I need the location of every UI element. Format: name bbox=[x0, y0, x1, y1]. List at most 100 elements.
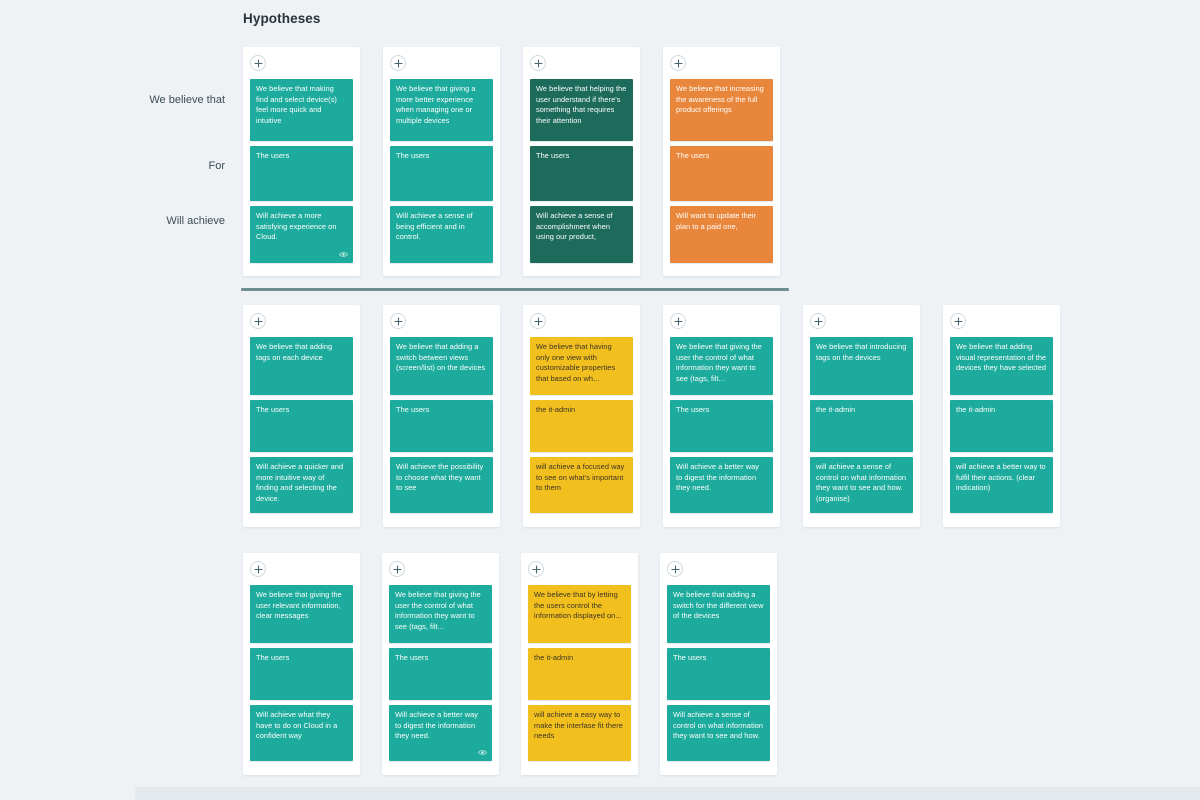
sticky-outcome[interactable]: Will achieve a better way to digest the … bbox=[389, 705, 492, 761]
sticky-hypothesis[interactable]: We believe that giving a more better exp… bbox=[390, 79, 493, 141]
sticky-hypothesis[interactable]: We believe that by letting the users con… bbox=[528, 585, 631, 643]
sticky-outcome[interactable]: Will achieve a sense of accomplishment w… bbox=[530, 206, 633, 263]
sticky-audience[interactable]: The users bbox=[530, 146, 633, 201]
sticky-outcome-text: Will want to update their plan to a paid… bbox=[676, 211, 757, 231]
add-sticky-button[interactable] bbox=[389, 561, 405, 577]
sticky-outcome-text: will achieve a better way to fulfil thei… bbox=[956, 462, 1046, 492]
add-sticky-button[interactable] bbox=[250, 561, 266, 577]
add-sticky-button[interactable] bbox=[390, 313, 406, 329]
sticky-hypothesis[interactable]: We believe that introducing tags on the … bbox=[810, 337, 913, 395]
sticky-audience[interactable]: the it-admin bbox=[810, 400, 913, 452]
plus-icon bbox=[531, 564, 541, 574]
sticky-outcome[interactable]: Will achieve a better way to digest the … bbox=[670, 457, 773, 513]
sticky-stack: We believe that giving the user the cont… bbox=[389, 585, 492, 761]
sticky-outcome[interactable]: Will achieve a more satisfying experienc… bbox=[250, 206, 353, 263]
sticky-hypothesis[interactable]: We believe that increasing the awareness… bbox=[670, 79, 773, 141]
sticky-outcome[interactable]: will achieve a easy way to make the inte… bbox=[528, 705, 631, 761]
sticky-outcome-text: Will achieve the possibility to choose w… bbox=[396, 462, 484, 492]
add-sticky-button[interactable] bbox=[530, 55, 546, 71]
add-sticky-button[interactable] bbox=[528, 561, 544, 577]
sticky-hypothesis[interactable]: We believe that adding a switch for the … bbox=[667, 585, 770, 643]
sticky-stack: We believe that adding visual representa… bbox=[950, 337, 1053, 513]
hypothesis-row-2: We believe that adding tags on each devi… bbox=[243, 305, 1060, 527]
sticky-outcome[interactable]: will achieve a focused way to see on wha… bbox=[530, 457, 633, 513]
sticky-hypothesis[interactable]: We believe that having only one view wit… bbox=[530, 337, 633, 395]
sticky-stack: We believe that giving the user the cont… bbox=[670, 337, 773, 513]
sticky-outcome[interactable]: Will achieve what they have to do on Clo… bbox=[250, 705, 353, 761]
hypothesis-card[interactable]: We believe that having only one view wit… bbox=[523, 305, 640, 527]
hypothesis-card[interactable]: We believe that giving the user relevant… bbox=[243, 553, 360, 775]
add-sticky-button[interactable] bbox=[667, 561, 683, 577]
sticky-stack: We believe that giving a more better exp… bbox=[390, 79, 493, 263]
add-sticky-button[interactable] bbox=[250, 313, 266, 329]
sticky-audience[interactable]: The users bbox=[390, 146, 493, 201]
sticky-stack: We believe that helping the user underst… bbox=[530, 79, 633, 263]
bottom-band bbox=[135, 787, 1200, 800]
sticky-outcome[interactable]: will achieve a better way to fulfil thei… bbox=[950, 457, 1053, 513]
hypothesis-card[interactable]: We believe that adding a switch for the … bbox=[660, 553, 777, 775]
hypothesis-row-1: We believe that making find and select d… bbox=[243, 47, 780, 276]
sticky-hypothesis[interactable]: We believe that helping the user underst… bbox=[530, 79, 633, 141]
plus-icon bbox=[673, 316, 683, 326]
plus-icon bbox=[953, 316, 963, 326]
plus-icon bbox=[253, 316, 263, 326]
sticky-hypothesis[interactable]: We believe that adding visual representa… bbox=[950, 337, 1053, 395]
row-label-will-achieve: Will achieve bbox=[166, 215, 225, 227]
hypothesis-card[interactable]: We believe that adding a switch between … bbox=[383, 305, 500, 527]
sticky-outcome[interactable]: Will want to update their plan to a paid… bbox=[670, 206, 773, 263]
add-sticky-button[interactable] bbox=[810, 313, 826, 329]
hypothesis-card[interactable]: We believe that giving the user the cont… bbox=[663, 305, 780, 527]
hypothesis-row-3: We believe that giving the user relevant… bbox=[243, 553, 777, 775]
plus-icon bbox=[393, 316, 403, 326]
sticky-hypothesis[interactable]: We believe that giving the user the cont… bbox=[670, 337, 773, 395]
sticky-outcome[interactable]: Will achieve a sense of being efficient … bbox=[390, 206, 493, 263]
page-title: Hypotheses bbox=[243, 11, 321, 26]
add-sticky-button[interactable] bbox=[950, 313, 966, 329]
add-sticky-button[interactable] bbox=[530, 313, 546, 329]
sticky-outcome[interactable]: will achieve a sense of control on what … bbox=[810, 457, 913, 513]
sticky-audience[interactable]: The users bbox=[250, 648, 353, 700]
add-sticky-button[interactable] bbox=[390, 55, 406, 71]
plus-icon bbox=[393, 58, 403, 68]
row-label-for: For bbox=[208, 160, 226, 172]
hypothesis-card[interactable]: We believe that by letting the users con… bbox=[521, 553, 638, 775]
sticky-outcome[interactable]: Will achieve the possibility to choose w… bbox=[390, 457, 493, 513]
sticky-hypothesis[interactable]: We believe that adding a switch between … bbox=[390, 337, 493, 395]
sticky-audience[interactable]: The users bbox=[250, 146, 353, 201]
sticky-hypothesis[interactable]: We believe that adding tags on each devi… bbox=[250, 337, 353, 395]
sticky-audience[interactable]: The users bbox=[389, 648, 492, 700]
hypothesis-card[interactable]: We believe that giving a more better exp… bbox=[383, 47, 500, 276]
hypothesis-card[interactable]: We believe that adding tags on each devi… bbox=[243, 305, 360, 527]
sticky-audience[interactable]: The users bbox=[250, 400, 353, 452]
sticky-outcome-text: Will achieve a sense of accomplishment w… bbox=[536, 211, 613, 241]
sticky-audience[interactable]: The users bbox=[670, 400, 773, 452]
sticky-hypothesis[interactable]: We believe that making find and select d… bbox=[250, 79, 353, 141]
sticky-stack: We believe that making find and select d… bbox=[250, 79, 353, 263]
hypothesis-card[interactable]: We believe that introducing tags on the … bbox=[803, 305, 920, 527]
sticky-stack: We believe that introducing tags on the … bbox=[810, 337, 913, 513]
hypothesis-card[interactable]: We believe that making find and select d… bbox=[243, 47, 360, 276]
sticky-audience[interactable]: the it-admin bbox=[528, 648, 631, 700]
sticky-audience[interactable]: the it-admin bbox=[950, 400, 1053, 452]
sticky-audience[interactable]: The users bbox=[670, 146, 773, 201]
row-divider bbox=[241, 288, 789, 291]
sticky-audience[interactable]: The users bbox=[390, 400, 493, 452]
sticky-audience[interactable]: the it-admin bbox=[530, 400, 633, 452]
hypothesis-card[interactable]: We believe that increasing the awareness… bbox=[663, 47, 780, 276]
eye-icon[interactable] bbox=[478, 748, 487, 757]
add-sticky-button[interactable] bbox=[670, 313, 686, 329]
hypothesis-card[interactable]: We believe that adding visual representa… bbox=[943, 305, 1060, 527]
sticky-outcome-text: will achieve a sense of control on what … bbox=[816, 462, 907, 503]
sticky-hypothesis[interactable]: We believe that giving the user relevant… bbox=[250, 585, 353, 643]
sticky-outcome-text: Will achieve what they have to do on Clo… bbox=[256, 710, 338, 740]
sticky-outcome[interactable]: Will achieve a sense of control on what … bbox=[667, 705, 770, 761]
add-sticky-button[interactable] bbox=[250, 55, 266, 71]
sticky-outcome[interactable]: Will achieve a quicker and more intuitiv… bbox=[250, 457, 353, 513]
sticky-audience[interactable]: The users bbox=[667, 648, 770, 700]
hypothesis-card[interactable]: We believe that giving the user the cont… bbox=[382, 553, 499, 775]
hypothesis-card[interactable]: We believe that helping the user underst… bbox=[523, 47, 640, 276]
sticky-hypothesis[interactable]: We believe that giving the user the cont… bbox=[389, 585, 492, 643]
plus-icon bbox=[392, 564, 402, 574]
add-sticky-button[interactable] bbox=[670, 55, 686, 71]
eye-icon[interactable] bbox=[339, 250, 348, 259]
